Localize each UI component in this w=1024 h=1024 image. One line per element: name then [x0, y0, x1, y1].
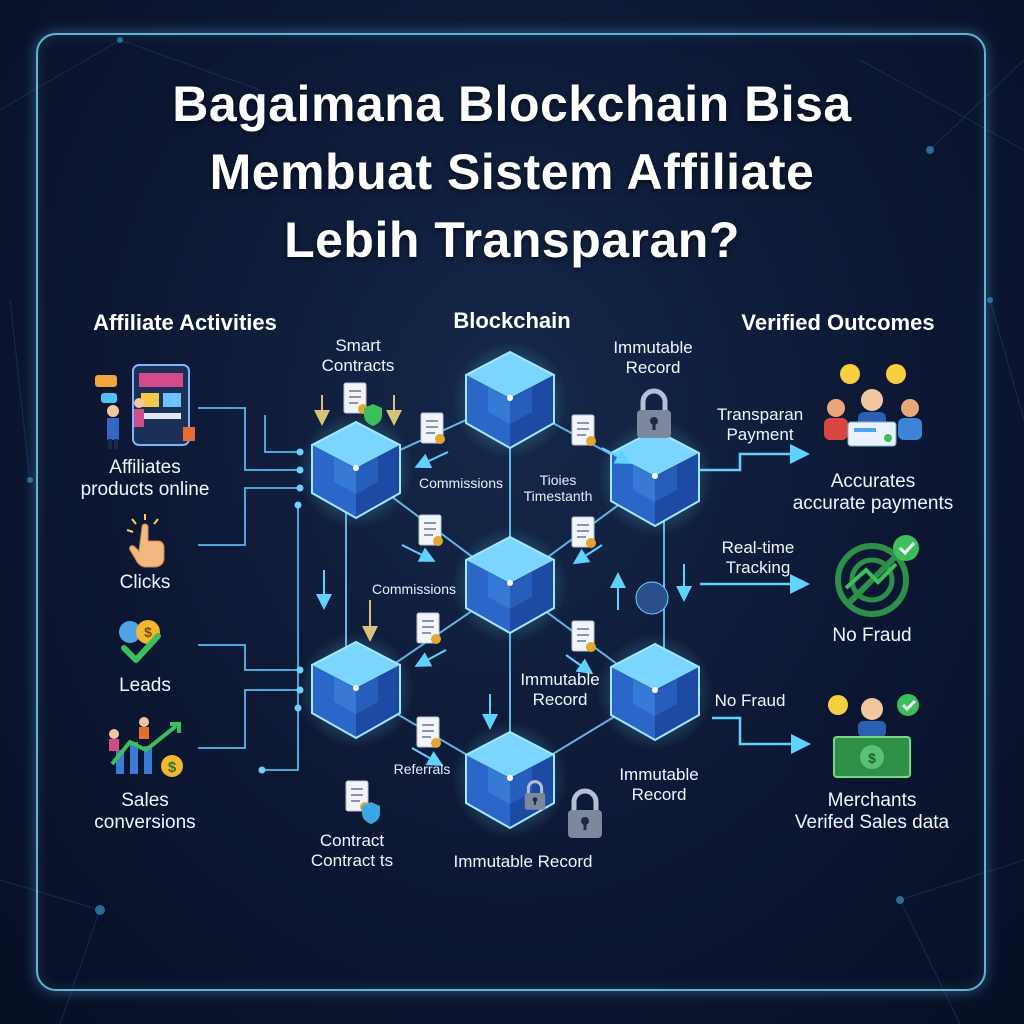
flow-label-no-fraud: No Fraud	[714, 691, 786, 710]
activity-line: products online	[80, 479, 210, 500]
label-smart-contracts: Smart Contracts	[298, 336, 418, 376]
heading-verified-outcomes: Verified Outcomes	[741, 310, 935, 335]
outcome-arrows	[700, 444, 811, 754]
heading-affiliate-activities: Affiliate Activities	[93, 310, 277, 335]
connector-dots	[258, 448, 304, 774]
label-line: Record	[625, 358, 681, 377]
growth-chart-icon: $	[109, 717, 183, 777]
outcome-label-accurate-payments: Accurates accurate payments	[778, 471, 968, 515]
svg-text:$: $	[868, 750, 876, 766]
tracking-node-icon	[635, 581, 669, 615]
activity-line: Leads	[119, 675, 171, 696]
activity-connectors	[198, 407, 300, 771]
content-frame	[36, 33, 986, 991]
document-icon	[416, 612, 442, 645]
block-cube-lower-left	[297, 631, 415, 749]
no-fraud-icon	[835, 535, 919, 617]
label-immutable-record-bottom: Immutable Record	[453, 852, 593, 871]
activity-line: conversions	[94, 812, 196, 833]
padlock-icon	[637, 391, 671, 438]
document-icon	[571, 620, 597, 653]
merchant-money-icon: $	[828, 694, 919, 778]
label-immutable-record-right: Immutable Record	[596, 765, 722, 805]
block-cube-bottom	[451, 721, 569, 839]
page-title: Bagaimana Blockchain Bisa Membuat Sistem…	[60, 70, 964, 274]
heading-blockchain: Blockchain	[453, 308, 571, 333]
label-line: Contract ts	[310, 851, 394, 870]
label-line: Tracking	[725, 558, 791, 577]
label-line: Real-time	[721, 538, 795, 557]
label-line: Payment	[726, 425, 794, 444]
outcome-label-merchants: Merchants Verifed Sales data	[774, 790, 970, 834]
document-icon	[420, 412, 446, 445]
document-icon	[418, 514, 444, 547]
activity-label-sales: Sales conversions	[60, 790, 230, 834]
title-line-2: Membuat Sistem Affiliate	[209, 144, 815, 200]
svg-text:$: $	[168, 759, 177, 776]
document-icon	[416, 716, 442, 749]
label-contract: Contract Contract ts	[284, 831, 420, 871]
outcome-label-no-fraud: No Fraud	[800, 625, 944, 647]
activity-label-leads: Leads	[60, 675, 230, 697]
label-line: Timestanth	[523, 488, 593, 504]
label-commissions-mid: Commissions	[371, 581, 456, 597]
svg-text:$: $	[144, 624, 152, 640]
label-line: Immutable	[613, 338, 693, 357]
label-line: Contracts	[321, 356, 395, 375]
coins-check-icon: $	[119, 620, 161, 663]
outcome-line: Accurates	[830, 471, 916, 492]
block-cube-top	[451, 341, 569, 459]
flow-label-realtime-tracking: Real-time Tracking	[702, 538, 814, 578]
label-line: Tioies	[539, 472, 577, 488]
label-referrals: Referrals	[393, 761, 451, 777]
activity-line: Sales	[121, 790, 169, 811]
flow-label-transparan-payment: Transparan Payment	[698, 405, 822, 445]
title-line-1: Bagaimana Blockchain Bisa	[172, 76, 852, 132]
block-cube-upper-left	[297, 411, 415, 529]
label-line: Immutable	[520, 670, 600, 689]
label-commissions-top: Commissions	[418, 475, 503, 491]
document-icon	[571, 414, 597, 447]
activity-line: Clicks	[119, 572, 171, 593]
pointing-hand-icon	[126, 514, 165, 568]
label-immutable-record-top: Immutable Record	[590, 338, 716, 378]
title-line-3: Lebih Transparan?	[284, 212, 740, 268]
label-line: Smart	[335, 336, 381, 355]
label-line: Record	[532, 690, 588, 709]
activity-line: Affiliates	[109, 457, 181, 478]
outcome-line: Verifed Sales data	[794, 812, 950, 833]
shield-check-icon	[362, 802, 380, 824]
label-line: Record	[631, 785, 687, 804]
outcome-line: accurate payments	[792, 493, 954, 514]
label-line: Immutable	[619, 765, 699, 784]
label-line: Contract	[319, 831, 385, 850]
label-timestamp: Tioies Timestanth	[508, 472, 608, 504]
label-line: Transparan	[716, 405, 804, 424]
activity-label-clicks: Clicks	[60, 572, 230, 594]
online-store-icon	[95, 364, 195, 449]
happy-users-icon	[824, 364, 922, 447]
outcome-line: No Fraud	[832, 625, 912, 646]
shield-check-icon	[364, 404, 382, 426]
outcome-line: Merchants	[827, 790, 917, 811]
label-immutable-record-mid: Immutable Record	[500, 670, 620, 710]
document-icon	[571, 516, 597, 549]
activity-label-affiliates: Affiliates products online	[60, 457, 230, 501]
